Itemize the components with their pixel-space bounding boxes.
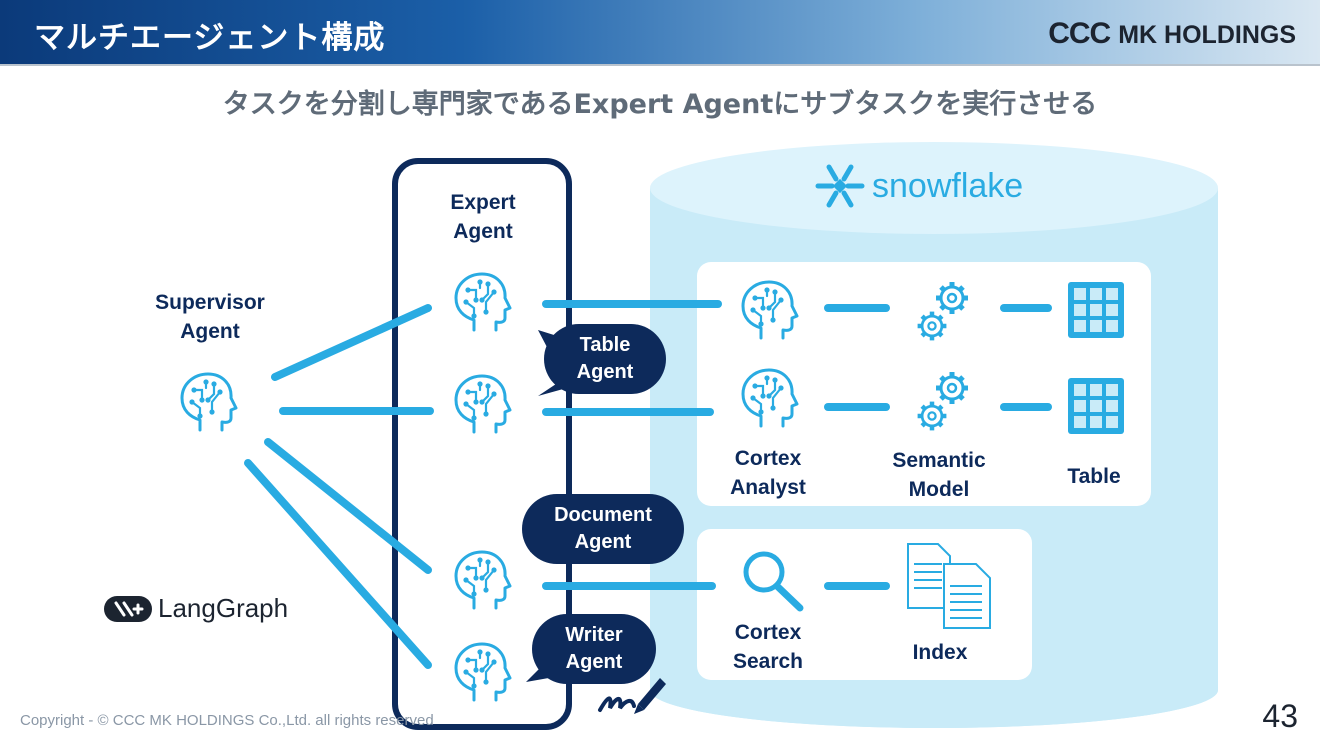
magnifier-icon xyxy=(743,551,804,612)
signature-pen-icon xyxy=(598,678,666,714)
cortex-analyst-label: Cortex Analyst xyxy=(730,447,806,499)
table-label: Table xyxy=(1067,465,1121,488)
logo-text: MK HOLDINGS xyxy=(1118,21,1296,49)
page-number: 43 xyxy=(1262,698,1298,734)
writer-agent-text: Writer Agent xyxy=(565,624,623,673)
langgraph-icon xyxy=(104,595,152,622)
slide-subtitle: タスクを分割し専門家であるExpert Agentにサブタスクを実行させる xyxy=(222,89,1098,120)
snowflake-icon xyxy=(815,164,865,208)
langgraph-wordmark: LangGraph xyxy=(158,593,289,623)
table-agent-bubble: Table Agent xyxy=(544,324,666,394)
writer-agent-bubble: Writer Agent xyxy=(532,614,656,684)
index-label: Index xyxy=(912,641,968,664)
copyright-text: Copyright - © CCC MK HOLDINGS Co.,Ltd. a… xyxy=(20,712,434,729)
header-rule xyxy=(0,64,1320,66)
document-agent-bubble: Document Agent xyxy=(522,494,684,564)
logo-mark: CCC xyxy=(1048,17,1111,50)
semantic-model-label: Semantic Model xyxy=(892,449,986,501)
documents-icon xyxy=(907,543,991,629)
snowflake-logo: snowflake xyxy=(814,158,1023,214)
slide-title: マルチエージェント構成 xyxy=(34,20,386,56)
expert-agent-container xyxy=(392,158,572,730)
cortex-search-label: Cortex Search xyxy=(732,621,804,673)
langgraph-logo: LangGraph xyxy=(104,593,288,624)
document-agent-text: Document Agent xyxy=(554,504,652,553)
expert-agent-label: Expert Agent xyxy=(450,191,516,243)
table-agent-text: Table Agent xyxy=(576,334,634,383)
snowflake-wordmark: snowflake xyxy=(872,166,1024,205)
supervisor-agent-label: Supervisor Agent xyxy=(155,291,265,343)
